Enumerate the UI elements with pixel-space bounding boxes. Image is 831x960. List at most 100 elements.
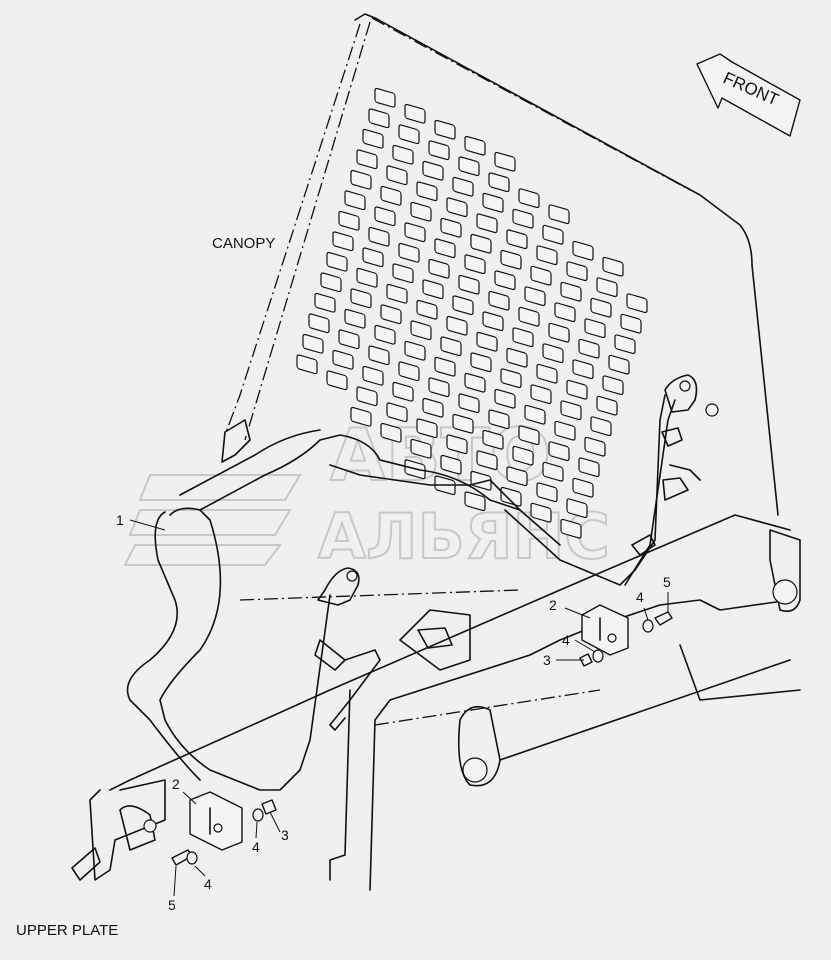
front-arrow: FRONT [696,53,801,137]
canopy-slot [524,286,546,307]
canopy-slot [530,384,552,405]
callout-3-left: 3 [281,827,289,843]
canopy-slot [344,190,366,211]
canopy-slot [602,256,624,277]
canopy-slot [530,502,552,523]
canopy-slot [530,265,552,286]
canopy-slot [428,377,450,398]
callout-1: 1 [116,512,124,528]
canopy-slot [428,258,450,279]
canopy-slot [536,245,558,266]
bracket-right [581,604,629,656]
canopy-slot [470,470,492,491]
canopy-slot [554,302,576,323]
canopy-slot [326,251,348,272]
canopy-slot [518,306,540,327]
canopy-bracket [221,419,251,463]
canopy-slot [536,363,558,384]
canopy-slot [416,299,438,320]
washer-left-b [252,808,264,822]
canopy-slot [614,334,636,355]
canopy-slot [500,249,522,270]
canopy-slot [572,477,594,498]
canopy-slot [440,336,462,357]
upper-plate-label: UPPER PLATE [16,922,118,939]
canopy-slot [536,482,558,503]
canopy-slot [476,331,498,352]
canopy-slot [464,254,486,275]
canopy-slot [590,416,612,437]
canopy-slot [410,438,432,459]
canopy-slot [404,103,426,124]
canopy-slot [422,279,444,300]
canopy-slot [464,491,486,512]
canopy-slot [308,313,330,334]
canopy-slot [446,315,468,336]
canopy-slot [356,149,378,170]
canopy-slot [338,329,360,350]
canopy-slot [482,192,504,213]
canopy-slot [482,311,504,332]
canopy-slot [416,181,438,202]
canopy-slot [470,233,492,254]
canopy-slot [494,270,516,291]
callout-2-left: 2 [172,776,180,792]
canopy-slot [368,226,390,247]
canopy-slot [374,87,396,108]
canopy-slot [512,445,534,466]
canopy-slot [416,418,438,439]
canopy-slot [398,242,420,263]
callout-4-right-lower: 4 [562,632,570,648]
canopy-slot [386,402,408,423]
canopy-slot [596,277,618,298]
washer-right-a [642,619,654,633]
canopy-slot [566,379,588,400]
canopy-slot [518,425,540,446]
canopy-slot [608,354,630,375]
callout-4-right-upper: 4 [636,589,644,605]
canopy-slot [506,347,528,368]
canopy-slot [500,368,522,389]
canopy-grid [296,87,648,539]
canopy-slot [404,222,426,243]
canopy-slot [524,404,546,425]
canopy-slot [362,128,384,149]
canopy-slot [470,352,492,373]
hardware-right [579,611,673,667]
canopy-slot [326,370,348,391]
canopy-slot [410,320,432,341]
canopy-slot [584,436,606,457]
canopy-slot [494,388,516,409]
nut-left [261,799,277,815]
canopy-slot [422,397,444,418]
callout-5-right: 5 [663,574,671,590]
canopy-slot [578,457,600,478]
canopy-slot [584,318,606,339]
bolt-right [654,611,673,626]
canopy-slot [566,498,588,519]
canopy-slot [410,201,432,222]
canopy-slot [620,313,642,334]
canopy-slot [590,297,612,318]
canopy-slot [362,247,384,268]
canopy-slot [506,466,528,487]
canopy-slot [452,176,474,197]
canopy-slot [464,135,486,156]
callout-2-right: 2 [549,597,557,613]
canopy-label: CANOPY [212,235,275,252]
canopy-slot [350,406,372,427]
canopy-slot [332,349,354,370]
canopy-slot [428,140,450,161]
canopy-slot [332,231,354,252]
nut-right [579,653,593,667]
canopy-slot [362,365,384,386]
canopy-slot [446,197,468,218]
watermark-logo [123,474,302,566]
canopy-slot [356,267,378,288]
canopy-slot [446,434,468,455]
canopy-slot [314,292,336,313]
canopy-slot [506,229,528,250]
canopy-slot [560,281,582,302]
canopy-slot [602,375,624,396]
canopy-slot [458,393,480,414]
